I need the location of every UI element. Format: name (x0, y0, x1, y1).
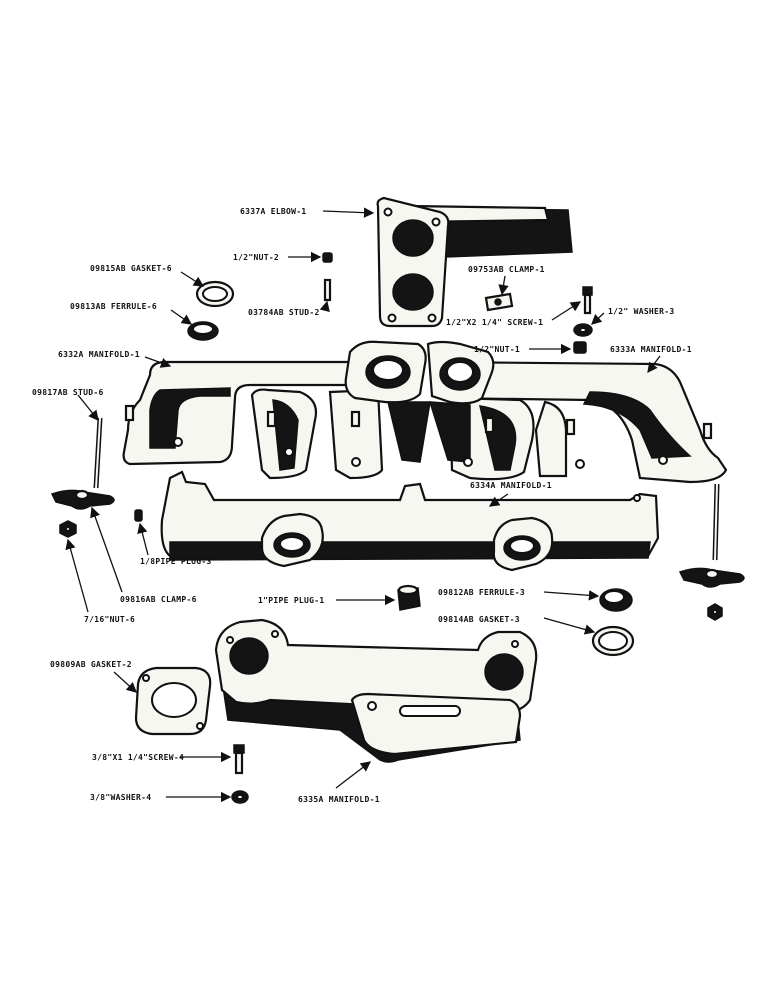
leader-lines (65, 207, 661, 803)
nut-1-part (573, 341, 587, 354)
nut-6-left-part (59, 520, 77, 538)
label-gasket-2: 09809AB GASKET-2 (50, 660, 132, 669)
clamp-6-right-part (678, 567, 745, 588)
label-stud-2: 03784AB STUD-2 (248, 308, 320, 317)
label-washer-4: 3/8"WASHER-4 (90, 793, 151, 802)
gasket-3-part (591, 625, 635, 657)
nut-6-right-part (707, 603, 723, 621)
pipe-plug-1-part (397, 584, 421, 611)
ferrule-3-part (599, 588, 633, 612)
washer-3-part (573, 323, 593, 337)
elbow-part (376, 196, 573, 328)
manifold-6334a-part (160, 470, 660, 572)
screw-1-part (582, 286, 593, 315)
clamp-6-left-part (50, 489, 115, 510)
washer-4-part (231, 790, 249, 804)
label-nut-half: 1/2"NUT-2 (233, 253, 279, 262)
label-ferrule-6: 09813AB FERRULE-6 (70, 302, 157, 311)
label-manifold-6334a: 6334A MANIFOLD-1 (470, 481, 552, 490)
label-screw-4: 3/8"X1 1/4"SCREW-4 (92, 753, 184, 762)
label-ferrule-3: 09812AB FERRULE-3 (438, 588, 525, 597)
half-inch-nut-2-part (322, 252, 333, 263)
label-manifold-6332a: 6332A MANIFOLD-1 (58, 350, 140, 359)
label-screw-1: 1/2"X2 1/4" SCREW-1 (446, 318, 543, 327)
gasket-2-part (134, 666, 212, 736)
manifold-studs (124, 404, 713, 469)
pipe-plug-3-part (134, 509, 143, 522)
label-washer-3: 1/2" WASHER-3 (608, 307, 675, 316)
manifold-6333a-part (428, 360, 728, 484)
screw-4-part (233, 744, 245, 775)
part-labels: 6337A ELBOW-1 1/2"NUT-2 09815AB GASKET-6… (32, 207, 692, 804)
manifold-6335a-part (214, 618, 538, 763)
ferrule-6-part (187, 321, 219, 341)
stud-2-part (323, 278, 332, 302)
label-gasket-6: 09815AB GASKET-6 (90, 264, 172, 273)
label-pipe-plug-3: 1/8PIPE PLUG-3 (140, 557, 212, 566)
manifold-6332a-part (122, 360, 384, 480)
label-pipe-plug-1: 1"PIPE PLUG-1 (258, 596, 325, 605)
manifold-center-flanges (344, 340, 495, 463)
stud-6-part (93, 417, 103, 489)
label-nut-6: 7/16"NUT-6 (84, 615, 135, 624)
gasket-6-part (195, 280, 235, 308)
label-elbow: 6337A ELBOW-1 (240, 207, 307, 216)
label-manifold-6335a: 6335A MANIFOLD-1 (298, 795, 380, 804)
label-clamp-6: 09816AB CLAMP-6 (120, 595, 197, 604)
label-nut-1: 1/2"NUT-1 (474, 345, 520, 354)
label-stud-6: 09817AB STUD-6 (32, 388, 104, 397)
label-manifold-6333a: 6333A MANIFOLD-1 (610, 345, 692, 354)
clamp-1-part (484, 292, 514, 312)
label-clamp-1: 09753AB CLAMP-1 (468, 265, 545, 274)
stud-6-right-part (712, 483, 720, 561)
label-gasket-3: 09814AB GASKET-3 (438, 615, 520, 624)
